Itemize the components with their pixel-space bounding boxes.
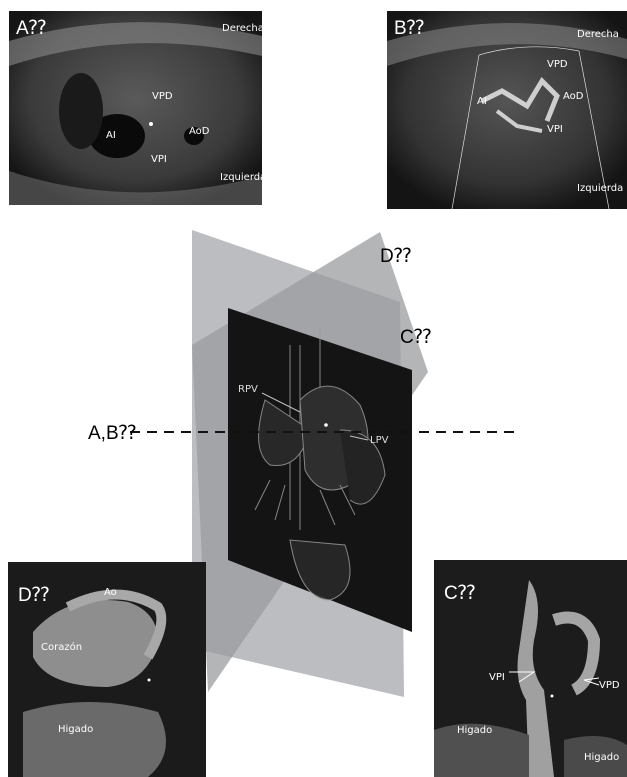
label-vpd: VPD [599, 680, 620, 691]
plane-ab-label: A,B⁇ [88, 422, 136, 445]
label-higado: Higado [58, 724, 93, 735]
label-higado-right: Higado [584, 752, 619, 763]
plane-d-label: D⁇ [380, 245, 411, 268]
plane-c-label: C⁇ [400, 326, 431, 349]
label-vpi: VPI [489, 672, 505, 683]
panel-c-tag: C⁇ [444, 582, 475, 605]
panel-d-tag: D⁇ [18, 584, 49, 607]
label-ao: Ao [104, 587, 117, 598]
label-rpv: RPV [238, 384, 258, 395]
label-corazon: Corazón [41, 642, 82, 653]
label-lpv: LPV [370, 435, 388, 446]
mri-panel-c: C⁇ VPI VPD Higado Higado [434, 560, 627, 777]
label-higado-left: Higado [457, 725, 492, 736]
mri-panel-d: D⁇ Ao Corazón Higado [8, 562, 206, 777]
